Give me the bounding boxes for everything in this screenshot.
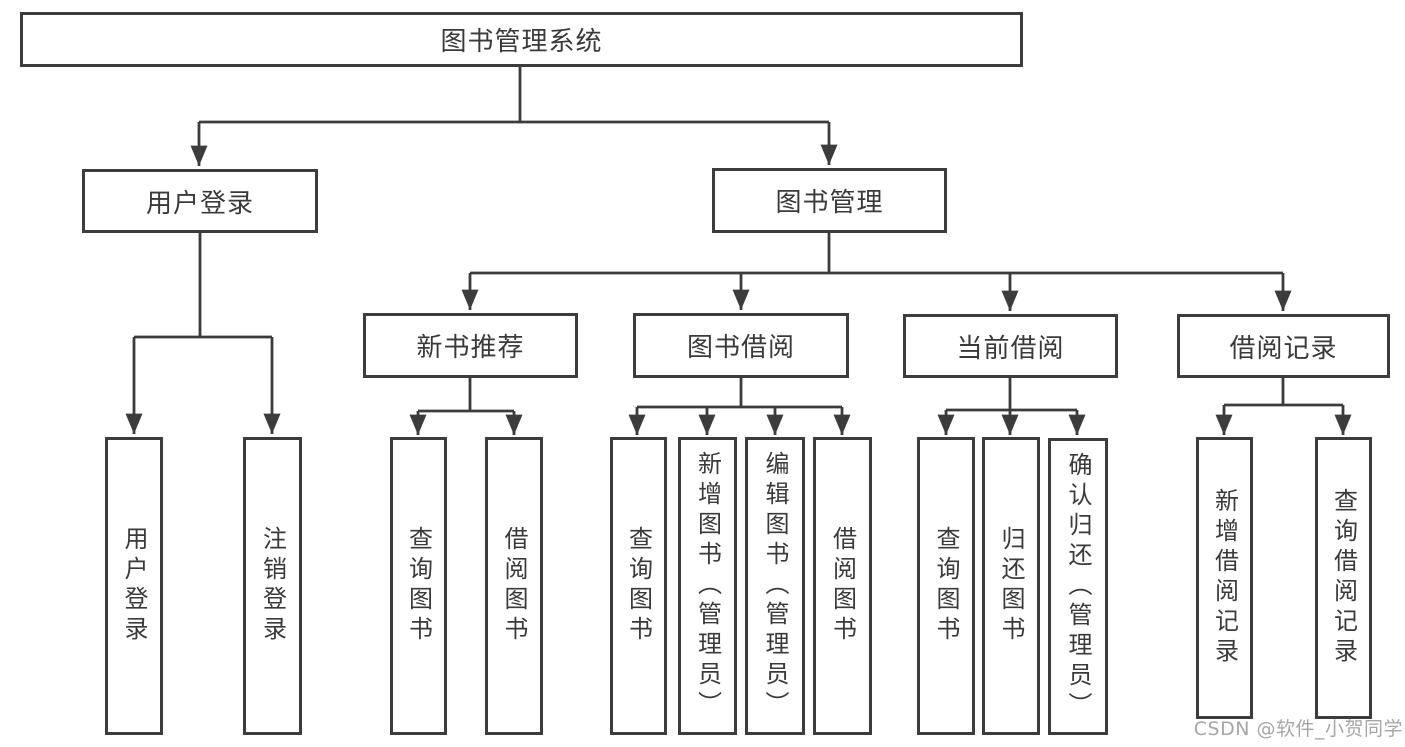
leaf-borrow-books-borrowing-label: 借阅图书 bbox=[828, 526, 857, 646]
node-book-management: 图书管理 bbox=[712, 168, 947, 233]
leaf-query-books-borrowing: 查询图书 bbox=[610, 437, 667, 735]
leaf-add-book-admin: 新增图书（管理员） bbox=[678, 437, 737, 735]
node-user-login-label: 用户登录 bbox=[145, 188, 254, 219]
leaf-logout-label: 注销登录 bbox=[258, 526, 287, 646]
leaf-add-borrow-record: 新增借阅记录 bbox=[1196, 437, 1253, 719]
leaf-query-books-borrowing-label: 查询图书 bbox=[624, 526, 653, 646]
leaf-user-login-label: 用户登录 bbox=[120, 526, 148, 646]
leaf-edit-book-admin: 编辑图书（管理员） bbox=[745, 437, 805, 735]
node-current-borrowing: 当前借阅 bbox=[903, 314, 1118, 378]
node-book-borrowing: 图书借阅 bbox=[633, 313, 849, 378]
leaf-query-borrow-record: 查询借阅记录 bbox=[1315, 437, 1372, 719]
node-book-borrowing-label: 图书借阅 bbox=[686, 333, 795, 363]
leaf-return-book: 归还图书 bbox=[982, 437, 1040, 735]
connector-root-to-level2 bbox=[190, 67, 838, 167]
leaf-edit-book-admin-label: 编辑图书（管理员） bbox=[761, 451, 789, 721]
node-new-book-recommend: 新书推荐 bbox=[363, 313, 578, 378]
node-user-login: 用户登录 bbox=[82, 169, 318, 233]
node-book-management-label: 图书管理 bbox=[775, 188, 884, 218]
leaf-borrow-books-recommend-label: 借阅图书 bbox=[500, 526, 528, 646]
leaf-confirm-return-admin: 确认归还（管理员） bbox=[1048, 438, 1108, 735]
node-new-book-recommend-label: 新书推荐 bbox=[416, 333, 525, 363]
leaf-query-books-current-label: 查询图书 bbox=[932, 526, 960, 646]
leaf-borrow-books-recommend: 借阅图书 bbox=[485, 437, 543, 735]
leaf-borrow-books-borrowing: 借阅图书 bbox=[813, 437, 872, 735]
node-borrowing-records: 借阅记录 bbox=[1177, 314, 1390, 378]
node-root: 图书管理系统 bbox=[20, 12, 1023, 67]
leaf-query-books-recommend: 查询图书 bbox=[390, 437, 447, 735]
leaf-query-borrow-record-label: 查询借阅记录 bbox=[1329, 488, 1358, 668]
connector-new-book-children bbox=[409, 378, 523, 435]
leaf-add-book-admin-label: 新增图书（管理员） bbox=[693, 451, 722, 721]
connector-user-login-children bbox=[125, 233, 281, 434]
leaf-add-borrow-record-label: 新增借阅记录 bbox=[1210, 488, 1239, 668]
leaf-logout: 注销登录 bbox=[243, 437, 302, 735]
leaf-user-login: 用户登录 bbox=[105, 437, 163, 735]
node-current-borrowing-label: 当前借阅 bbox=[956, 333, 1065, 364]
connector-borrowing-records-children bbox=[1215, 378, 1352, 435]
leaf-return-book-label: 归还图书 bbox=[997, 526, 1025, 646]
leaf-query-books-recommend-label: 查询图书 bbox=[404, 526, 433, 646]
watermark: CSDN @软件_小贺同学 bbox=[1193, 718, 1403, 740]
node-root-label: 图书管理系统 bbox=[440, 27, 603, 57]
connector-book-management-children bbox=[461, 233, 1292, 311]
leaf-confirm-return-admin-label: 确认归还（管理员） bbox=[1064, 451, 1092, 722]
leaf-query-books-current: 查询图书 bbox=[917, 437, 975, 735]
connector-book-borrowing-children bbox=[628, 378, 851, 435]
connector-current-borrowing-children bbox=[937, 378, 1086, 435]
node-borrowing-records-label: 借阅记录 bbox=[1229, 333, 1338, 364]
